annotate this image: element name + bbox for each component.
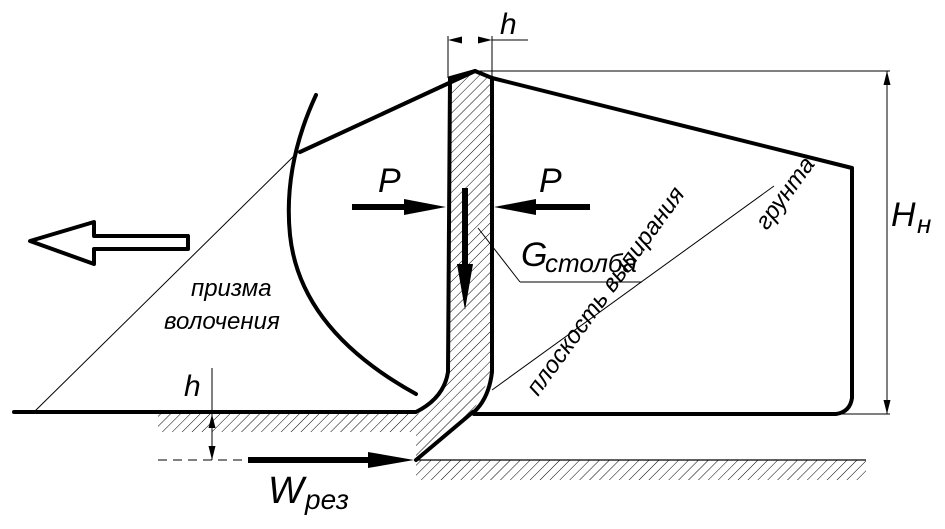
force-arrow-P-left xyxy=(352,199,446,215)
force-arrow-P-right xyxy=(494,199,590,215)
label-drag-prism-line1: призма xyxy=(191,275,272,302)
soil-profile-outline xyxy=(12,69,854,462)
label-H-subscript: н xyxy=(917,209,931,239)
label-H: H xyxy=(891,196,916,234)
label-h-left: h xyxy=(184,370,201,403)
label-P-left: P xyxy=(378,162,401,200)
force-arrow-G xyxy=(457,188,473,310)
construction-lines xyxy=(33,36,890,461)
label-W: W xyxy=(268,470,307,512)
label-shear-plane-line2: грунта xyxy=(750,152,820,235)
ground-hatch-left xyxy=(158,414,416,432)
drag-prism-curve xyxy=(286,93,418,396)
force-arrow-W xyxy=(248,452,414,468)
ground-hatch-right xyxy=(416,460,866,480)
label-drag-prism-line2: волочения xyxy=(164,308,280,335)
label-G: G xyxy=(521,236,547,274)
label-shear-plane-line1: плоскость выпирания xyxy=(521,182,690,401)
label-W-subscript: рез xyxy=(304,484,349,515)
movement-direction-arrow-icon xyxy=(28,220,190,266)
label-G-subscript: столба xyxy=(545,248,637,278)
soil-column xyxy=(416,71,492,460)
label-P-right: P xyxy=(539,162,562,200)
label-h-top: h xyxy=(500,8,517,41)
